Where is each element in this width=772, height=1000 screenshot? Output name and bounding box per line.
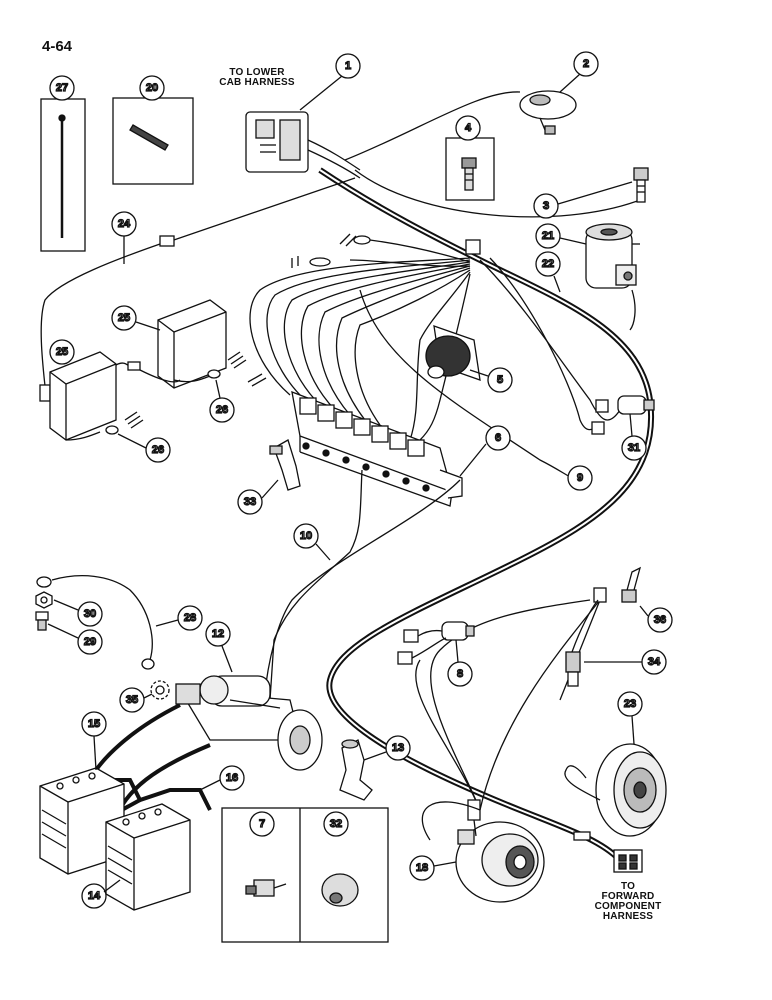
svg-text:26: 26 bbox=[152, 444, 164, 456]
callout-25b: 25 bbox=[49, 339, 75, 365]
sender-7 bbox=[245, 879, 287, 897]
callout-29: 29 bbox=[77, 629, 103, 655]
callout-36: 36 bbox=[647, 607, 673, 633]
svg-text:1: 1 bbox=[345, 60, 351, 72]
callout-6: 6 bbox=[485, 425, 511, 451]
terminal-boot bbox=[339, 739, 373, 801]
temperature-sender bbox=[633, 167, 649, 203]
svg-text:12: 12 bbox=[212, 628, 224, 640]
svg-text:27: 27 bbox=[56, 82, 68, 94]
svg-text:3: 3 bbox=[543, 200, 549, 212]
svg-text:10: 10 bbox=[300, 530, 312, 542]
callout-3: 3 bbox=[533, 193, 559, 219]
alternator bbox=[455, 821, 545, 903]
callout-23: 23 bbox=[617, 691, 643, 717]
callout-26a: 26 bbox=[209, 397, 235, 423]
pressure-switch bbox=[519, 90, 577, 135]
callout-22: 22 bbox=[535, 251, 561, 277]
svg-text:20: 20 bbox=[146, 82, 158, 94]
to-forward-component-harness-label: TO FORWARD COMPONENT HARNESS bbox=[594, 881, 662, 922]
solenoid-valve bbox=[585, 223, 640, 289]
svg-text:14: 14 bbox=[88, 890, 101, 902]
callout-24: 24 bbox=[111, 211, 137, 237]
battery-right bbox=[105, 803, 191, 911]
svg-text:7: 7 bbox=[259, 818, 265, 830]
callout-8: 8 bbox=[447, 661, 473, 687]
callout-5: 5 bbox=[487, 367, 513, 393]
cab-connector bbox=[245, 111, 361, 179]
svg-text:35: 35 bbox=[126, 694, 138, 706]
svg-text:6: 6 bbox=[495, 432, 501, 444]
svg-text:23: 23 bbox=[624, 698, 636, 710]
callout-14: 14 bbox=[81, 883, 107, 909]
callout-27: 27 bbox=[49, 75, 75, 101]
page-number: 4-64 bbox=[42, 38, 73, 55]
callout-2: 2 bbox=[573, 51, 599, 77]
callout-28: 28 bbox=[177, 605, 203, 631]
callout-9: 9 bbox=[567, 465, 593, 491]
callout-25a: 25 bbox=[111, 305, 137, 331]
callout-33: 33 bbox=[237, 489, 263, 515]
sender-34 bbox=[565, 651, 581, 687]
forward-connector bbox=[613, 849, 643, 873]
svg-text:22: 22 bbox=[542, 258, 554, 270]
callout-30: 30 bbox=[77, 601, 103, 627]
svg-text:8: 8 bbox=[457, 668, 463, 680]
svg-text:2: 2 bbox=[583, 58, 589, 70]
callout-7: 7 bbox=[249, 811, 275, 837]
svg-text:24: 24 bbox=[118, 218, 131, 230]
relay-upper bbox=[157, 299, 227, 389]
svg-text:36: 36 bbox=[654, 614, 666, 626]
starter-motor bbox=[175, 675, 323, 771]
svg-text:30: 30 bbox=[84, 608, 96, 620]
svg-text:21: 21 bbox=[542, 230, 554, 242]
callout-12: 12 bbox=[205, 621, 231, 647]
svg-text:5: 5 bbox=[497, 374, 503, 386]
connector-36 bbox=[621, 566, 642, 603]
switch-32 bbox=[321, 873, 359, 907]
ignition-switch bbox=[425, 325, 481, 381]
fan-clutch bbox=[595, 743, 667, 837]
relay-lower bbox=[49, 351, 117, 441]
callout-15: 15 bbox=[81, 711, 107, 737]
switch-8 bbox=[397, 621, 475, 665]
svg-text:4: 4 bbox=[465, 122, 472, 134]
svg-text:29: 29 bbox=[84, 636, 96, 648]
svg-text:25: 25 bbox=[118, 312, 130, 324]
nut-30 bbox=[35, 591, 53, 609]
to-lower-cab-harness-label: TO LOWER CAB HARNESS bbox=[219, 67, 295, 88]
callout-1: 1 bbox=[335, 53, 361, 79]
callout-35: 35 bbox=[119, 687, 145, 713]
svg-text:9: 9 bbox=[577, 472, 583, 484]
svg-text:13: 13 bbox=[392, 742, 404, 754]
callout-20: 20 bbox=[139, 75, 165, 101]
callout-26b: 26 bbox=[145, 437, 171, 463]
svg-text:15: 15 bbox=[88, 718, 100, 730]
callout-4: 4 bbox=[455, 115, 481, 141]
callout-18: 18 bbox=[409, 855, 435, 881]
svg-text:33: 33 bbox=[244, 496, 256, 508]
svg-text:16: 16 bbox=[226, 772, 238, 784]
connector-boot bbox=[269, 439, 301, 491]
svg-text:26: 26 bbox=[216, 404, 228, 416]
svg-text:31: 31 bbox=[628, 442, 640, 454]
svg-text:34: 34 bbox=[648, 656, 661, 668]
svg-text:18: 18 bbox=[416, 862, 428, 874]
bolt-29 bbox=[35, 611, 49, 631]
callout-31: 31 bbox=[621, 435, 647, 461]
callout-21: 21 bbox=[535, 223, 561, 249]
svg-text:25: 25 bbox=[56, 346, 68, 358]
callout-16: 16 bbox=[219, 765, 245, 791]
switch-31 bbox=[591, 395, 655, 435]
callout-34: 34 bbox=[641, 649, 667, 675]
fuse-block bbox=[291, 390, 463, 507]
svg-text:28: 28 bbox=[184, 612, 196, 624]
callout-32: 32 bbox=[323, 811, 349, 837]
callout-13: 13 bbox=[385, 735, 411, 761]
lockwasher bbox=[150, 680, 170, 700]
svg-text:32: 32 bbox=[330, 818, 342, 830]
callout-10: 10 bbox=[293, 523, 319, 549]
inset-box-7-32 bbox=[221, 807, 389, 943]
